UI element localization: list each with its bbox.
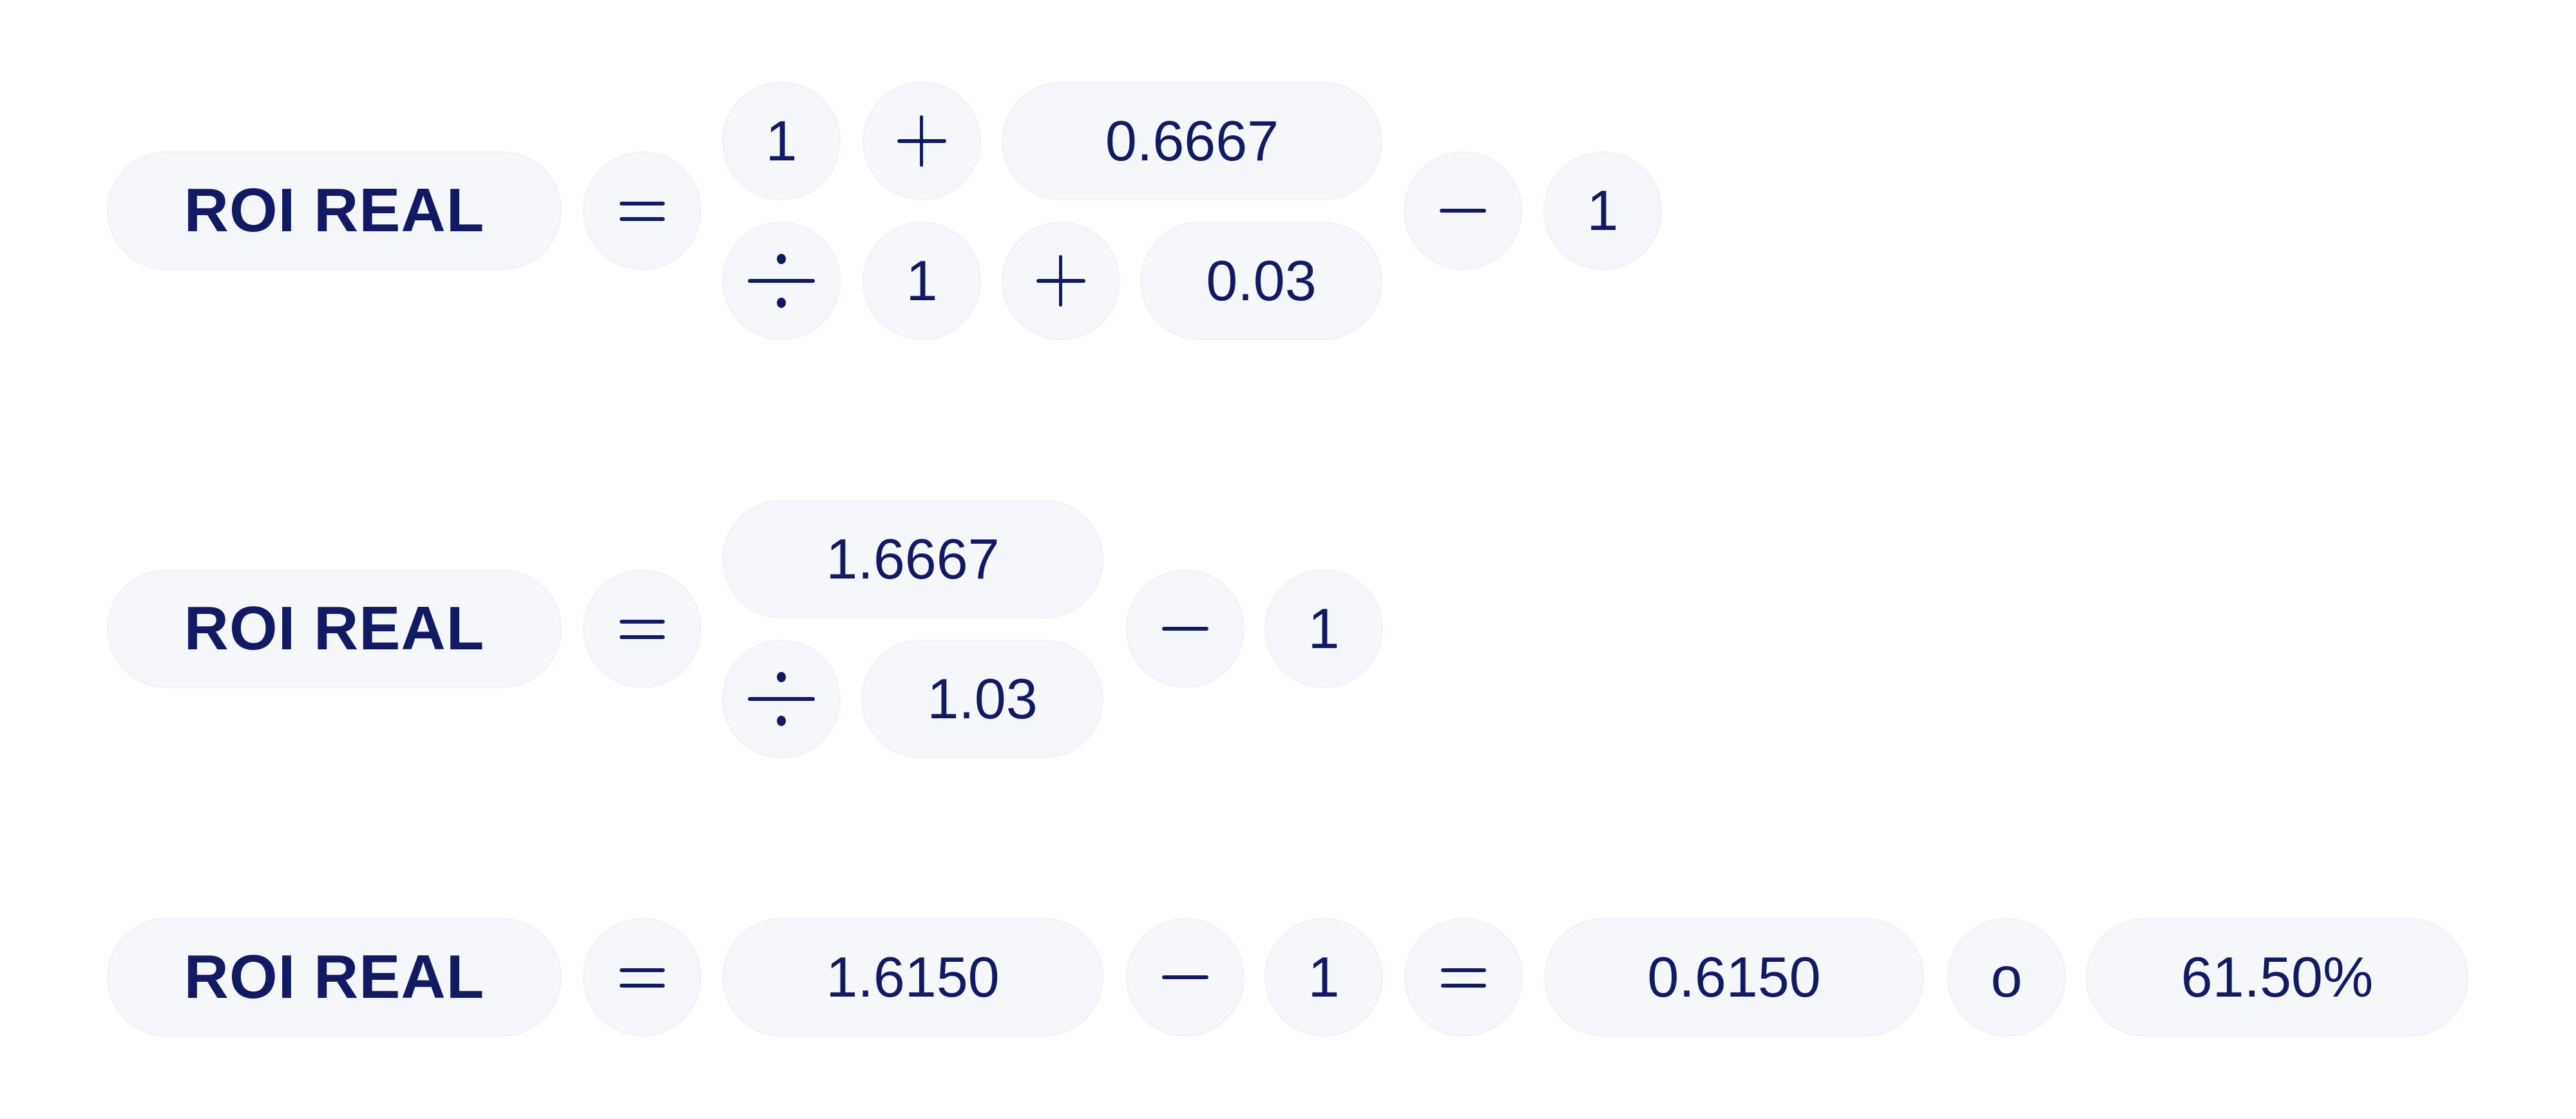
- equals-glyph: [620, 620, 665, 639]
- label-text: ROI REAL: [184, 176, 485, 245]
- connector-text: o: [1990, 945, 2023, 1009]
- roi-real-label: ROI REAL: [107, 151, 562, 270]
- minus-glyph: [1162, 627, 1208, 631]
- equals-icon: [583, 918, 701, 1037]
- value-text: 0.6667: [1105, 109, 1279, 173]
- minus-icon: [1126, 569, 1245, 688]
- value-text: 61.50%: [2180, 945, 2374, 1009]
- divide-glyph: [748, 254, 815, 308]
- equals-glyph: [620, 202, 665, 221]
- value-text: 1: [906, 249, 938, 312]
- minus-glyph: [1162, 975, 1208, 979]
- denominator-term-2: 0.03: [1140, 222, 1382, 340]
- value-text: 1.6667: [826, 527, 1000, 591]
- subtrahend: 1: [1264, 918, 1383, 1037]
- equals-icon: [583, 569, 701, 688]
- plus-icon: [863, 82, 981, 200]
- label-text: ROI REAL: [184, 594, 485, 663]
- value-text: 1: [1308, 945, 1340, 1009]
- divide-glyph: [748, 672, 815, 726]
- value-text: 0.03: [1206, 249, 1317, 312]
- denominator-term-1: 1: [863, 222, 981, 340]
- value-text: 1.6150: [826, 945, 1000, 1009]
- divide-icon: [722, 640, 841, 758]
- subtrahend: 1: [1543, 151, 1662, 270]
- plus-glyph: [1036, 255, 1085, 307]
- minus-icon: [1404, 151, 1522, 270]
- value-text: 1.03: [927, 667, 1038, 731]
- equals-glyph: [1441, 968, 1486, 988]
- denominator-value: 1.03: [861, 640, 1103, 758]
- divide-icon: [722, 222, 841, 340]
- numerator-value: 1.6667: [722, 500, 1103, 618]
- label-text: ROI REAL: [184, 942, 485, 1011]
- subtrahend: 1: [1264, 569, 1383, 688]
- connector-or: o: [1947, 918, 2066, 1037]
- roi-real-label: ROI REAL: [107, 918, 562, 1037]
- value-text: 1: [1308, 597, 1340, 660]
- quotient-value: 1.6150: [722, 918, 1103, 1037]
- value-text: 1: [1587, 178, 1619, 242]
- decimal-result: 0.6150: [1544, 918, 1924, 1037]
- equals-icon: [583, 151, 701, 270]
- plus-icon: [1002, 222, 1120, 340]
- equals-icon: [1404, 918, 1523, 1037]
- plus-glyph: [897, 115, 946, 167]
- numerator-term-2: 0.6667: [1002, 82, 1382, 200]
- equals-glyph: [620, 968, 665, 988]
- percent-result: 61.50%: [2086, 918, 2468, 1037]
- value-text: 0.6150: [1647, 945, 1821, 1009]
- value-text: 1: [765, 109, 797, 173]
- minus-icon: [1126, 918, 1245, 1037]
- minus-glyph: [1440, 209, 1486, 213]
- numerator-term-1: 1: [722, 82, 841, 200]
- roi-real-label: ROI REAL: [107, 569, 562, 688]
